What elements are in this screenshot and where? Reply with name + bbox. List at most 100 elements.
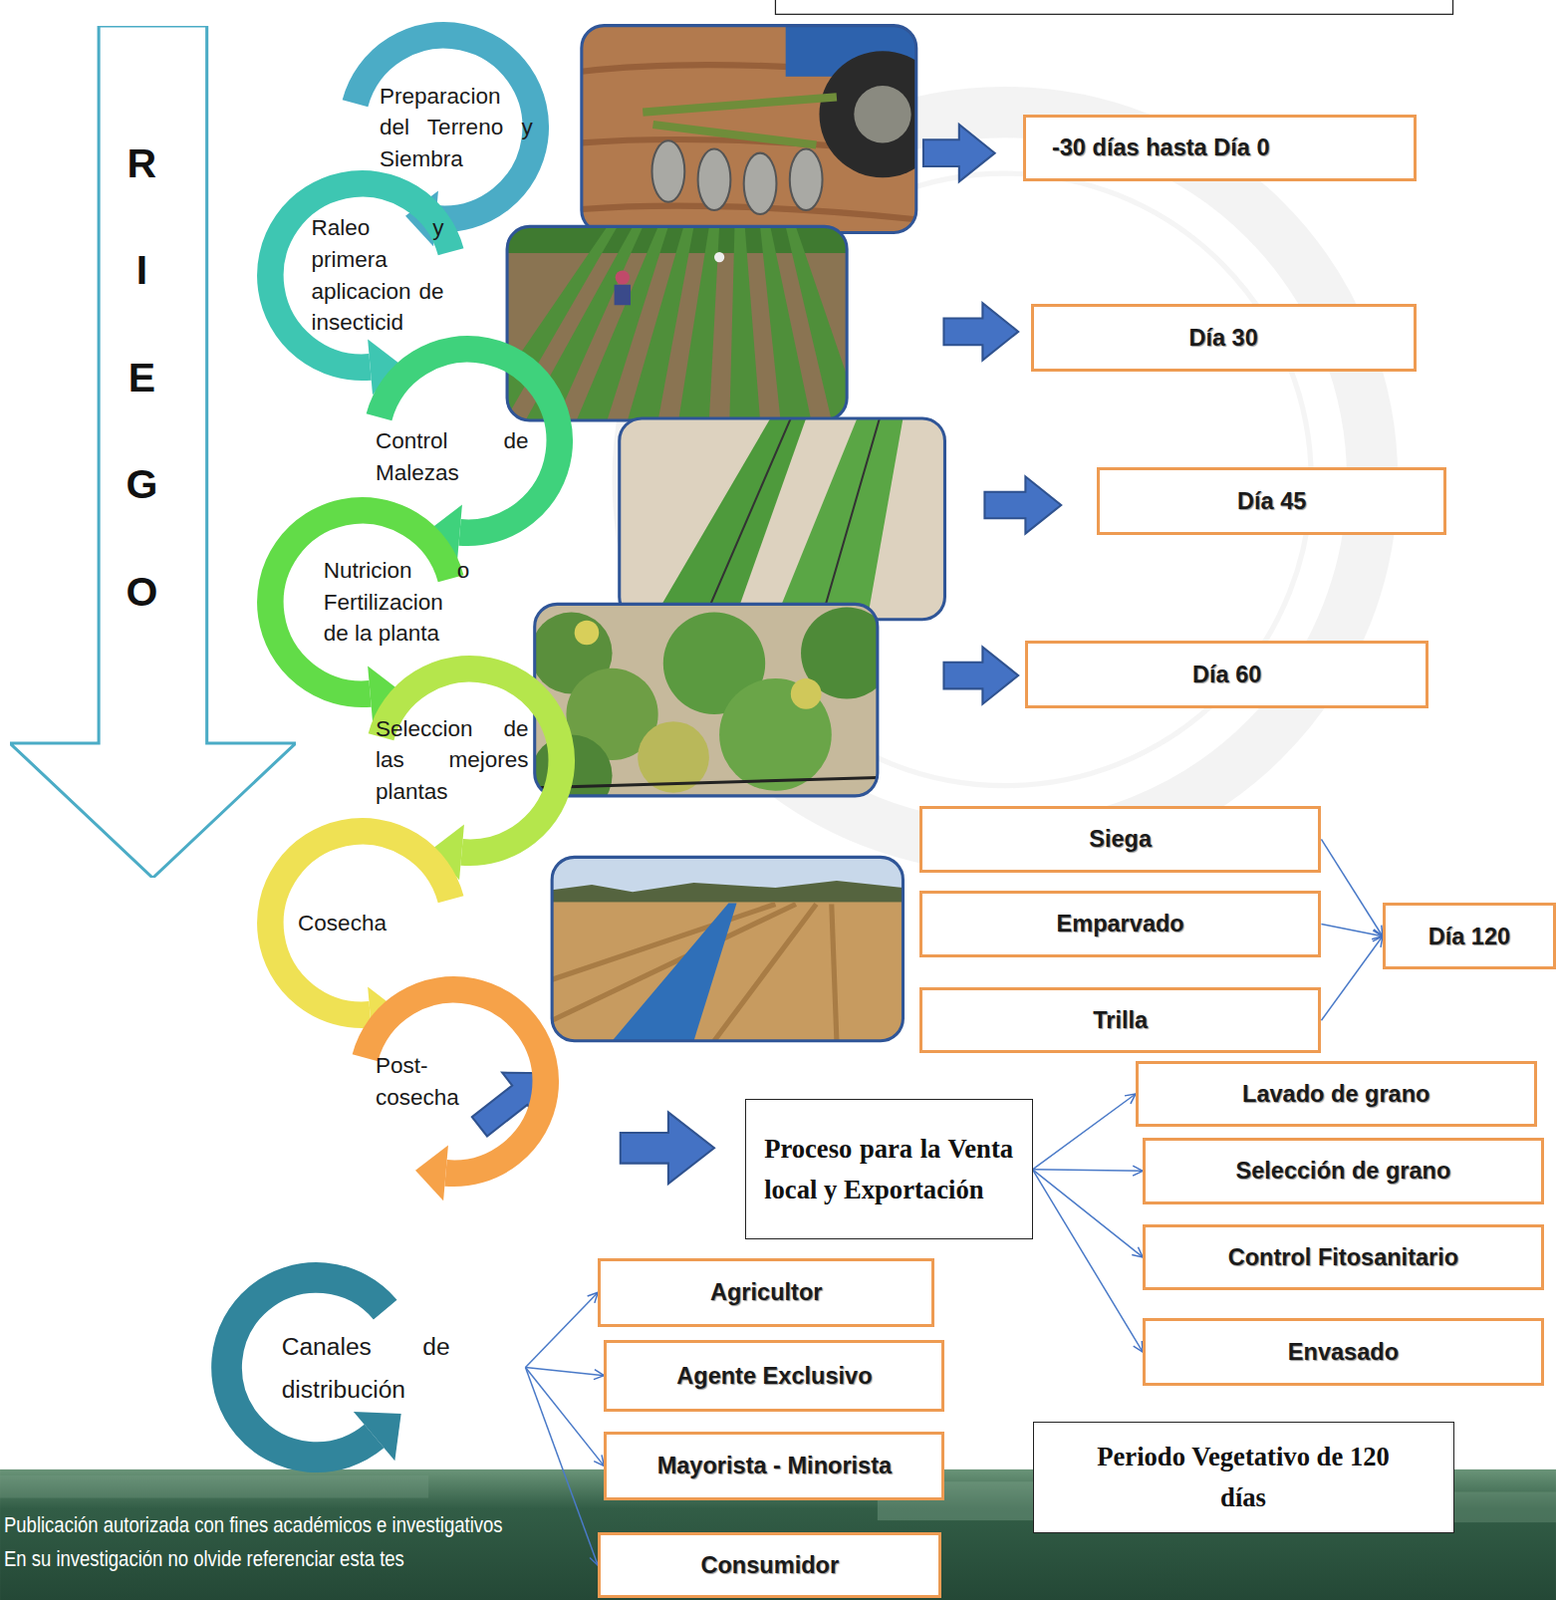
blue-tarp (612, 902, 738, 1040)
box-label: Agricultor (710, 1278, 823, 1306)
footer-note: En su investigación no olvide referencia… (3, 1547, 405, 1572)
connector-arrow (1320, 838, 1382, 936)
plant (719, 678, 832, 791)
ring-arc (226, 1277, 385, 1457)
cycle-step: Canales de distribución (204, 1260, 526, 1475)
connector-arrow (1033, 1093, 1136, 1170)
plow-frame (642, 96, 837, 145)
box-label: Control Fitosanitario (1228, 1243, 1460, 1272)
block-arrow (943, 646, 1019, 704)
photo-frame (581, 25, 917, 234)
tree-line (551, 880, 903, 905)
process-box: Proceso para la Venta local y Exportació… (745, 1098, 1034, 1240)
block-arrow (923, 124, 996, 182)
box-label: Agente Exclusivo (676, 1361, 872, 1390)
box-label: Día 30 (1188, 323, 1258, 352)
tractor-hub (853, 85, 911, 143)
task-box: Selección de grano (1142, 1137, 1545, 1205)
box-label: Día 45 (1237, 487, 1306, 516)
box-label: Selección de grano (1235, 1156, 1451, 1185)
straw-field (551, 901, 903, 1040)
footer-note-holder: Publicación autorizada con fines académi… (3, 1513, 584, 1539)
crop-row (775, 418, 903, 620)
connector-arrow (1033, 1169, 1144, 1172)
step-label: Control de Malezas (375, 425, 529, 489)
day-box: Día 60 (1025, 640, 1429, 709)
photo-frame (619, 418, 946, 620)
step-label: Raleo y primera aplicacion de insecticid (310, 212, 444, 338)
footer-note: Publicación autorizada con fines académi… (3, 1513, 504, 1539)
yellow-leaf (574, 620, 600, 646)
photo-frame (551, 856, 903, 1040)
note-box: Periodo Vegetativo de 120 días (1033, 1421, 1455, 1535)
tractor-wheel (818, 50, 916, 178)
plow-disc (652, 140, 686, 202)
harvest-step-box: Siega (919, 805, 1322, 873)
photo-frame (534, 603, 878, 796)
channel-box: Mayorista - Minorista (603, 1431, 945, 1501)
box-label: Emparvado (1056, 909, 1185, 938)
connector-arrow (524, 1367, 604, 1467)
connector-arrow (524, 1367, 604, 1376)
plow-disc (744, 153, 778, 215)
step-label: Cosecha (297, 907, 421, 940)
ring-arrowhead (353, 1411, 402, 1461)
step-label: Nutricion o Fertilizacion de la planta (323, 554, 470, 650)
box-label: Envasado (1288, 1337, 1399, 1366)
step-label: Preparacion del Terreno y Siembra (379, 80, 533, 176)
channel-box: Consumidor (597, 1532, 942, 1598)
drip-line (534, 777, 878, 787)
block-arrow (943, 302, 1019, 360)
ring-arrowhead (415, 1145, 449, 1202)
box-label: Día 60 (1192, 660, 1262, 689)
ring-arc (365, 990, 546, 1174)
note-text: Proceso para la Venta local y Exportació… (764, 1128, 1014, 1212)
footer-note-holder: En su investigación no olvide referencia… (3, 1547, 470, 1572)
harvest-step-box: Trilla (919, 987, 1322, 1053)
box-label: Trilla (1092, 1006, 1148, 1035)
step-label: Post-cosecha (375, 1049, 478, 1113)
channel-box: Agricultor (597, 1258, 935, 1327)
connector-arrow (1320, 936, 1382, 1022)
day-box: -30 días hasta Día 0 (1023, 114, 1416, 183)
day-box: Día 120 (1382, 902, 1556, 970)
photo-plants (534, 603, 878, 796)
plow-disc (698, 149, 732, 211)
top-box (775, 0, 1453, 14)
connector-arrow (1033, 1169, 1144, 1258)
day-box: Día 45 (1096, 467, 1447, 535)
box-label: -30 días hasta Día 0 (1051, 133, 1271, 162)
plow-disc (789, 149, 823, 211)
photo-soil-preparation (581, 25, 917, 234)
crop-row (678, 226, 720, 421)
note-text: Periodo Vegetativo de 120 días (1079, 1436, 1407, 1520)
photo-harvest (551, 856, 903, 1040)
building (0, 1475, 429, 1499)
irrigation-arrow: RIEGO (9, 25, 296, 878)
ring-arrow-shape (346, 974, 561, 1189)
worker (615, 269, 630, 284)
ring-arrow-shape (204, 1260, 526, 1475)
connector-arrow (524, 1367, 598, 1566)
connector-arrow (1033, 1169, 1144, 1352)
connector-arrow (1320, 923, 1382, 936)
box-label: Consumidor (700, 1551, 839, 1579)
block-arrow (620, 1111, 715, 1184)
worker (614, 284, 631, 305)
box-label: Día 120 (1428, 922, 1511, 951)
ring-arc (269, 183, 451, 367)
crop-row (785, 226, 847, 421)
arrow-letters: RIEGO (124, 110, 160, 647)
drip-line (704, 418, 880, 620)
task-box: Lavado de grano (1135, 1060, 1538, 1127)
task-box: Envasado (1142, 1317, 1545, 1386)
cycle-step: Post-cosecha (346, 974, 561, 1189)
box-label: Lavado de grano (1242, 1079, 1430, 1108)
step-label: Canales de distribución (281, 1324, 451, 1411)
crop-row (729, 226, 761, 421)
crop-row (653, 418, 807, 620)
channel-box: Agente Exclusivo (603, 1339, 945, 1412)
arrow-outline (9, 25, 296, 878)
worker (714, 252, 725, 262)
